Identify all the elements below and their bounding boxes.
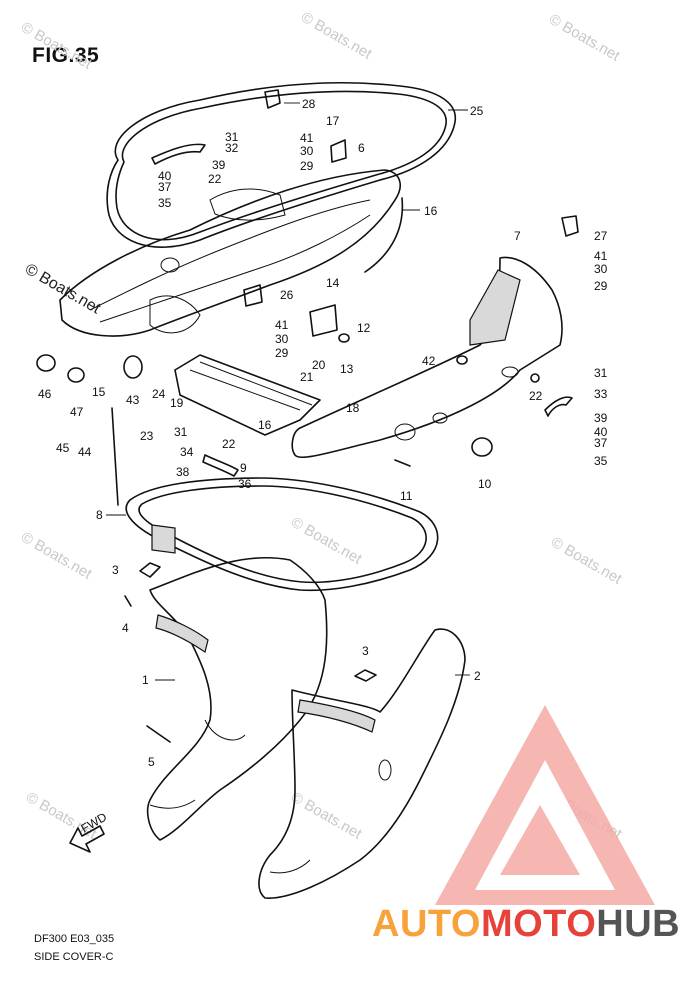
callout-16: 16 bbox=[258, 418, 272, 432]
callout-37: 37 bbox=[594, 436, 608, 450]
callout-40: 40 bbox=[158, 169, 172, 183]
callout-1: 1 bbox=[142, 673, 149, 687]
callout-30: 30 bbox=[300, 144, 314, 158]
callout-27: 27 bbox=[594, 229, 608, 243]
watermark-text: © Boats.net bbox=[298, 9, 375, 63]
callout-40: 40 bbox=[594, 425, 608, 439]
callout-34: 34 bbox=[180, 445, 194, 459]
callout-15: 15 bbox=[92, 385, 106, 399]
figure-title: FIG.35 bbox=[32, 44, 100, 67]
hardware-parts bbox=[36, 89, 579, 743]
part-25-top-seal bbox=[106, 82, 457, 248]
part-3-clip bbox=[139, 562, 161, 578]
callout-25: 25 bbox=[470, 104, 484, 118]
callout-30: 30 bbox=[594, 262, 608, 276]
callout-3: 3 bbox=[362, 644, 369, 658]
callout-46: 46 bbox=[38, 387, 52, 401]
callout-41: 41 bbox=[275, 318, 289, 332]
part-16-strip bbox=[364, 197, 404, 273]
callout-43: 43 bbox=[126, 393, 140, 407]
callout-13: 13 bbox=[340, 362, 354, 376]
callout-19: 19 bbox=[170, 396, 184, 410]
callout-41: 41 bbox=[594, 249, 608, 263]
callout-20: 20 bbox=[312, 358, 326, 372]
callout-47: 47 bbox=[70, 405, 84, 419]
callout-31: 31 bbox=[174, 425, 188, 439]
watermark-text: © Boats.net bbox=[18, 529, 95, 583]
callout-39: 39 bbox=[594, 411, 608, 425]
section-name: SIDE COVER-C bbox=[34, 951, 114, 963]
callout-22: 22 bbox=[208, 172, 222, 186]
part-8-seal-frame bbox=[125, 477, 439, 592]
callout-29: 29 bbox=[300, 159, 314, 173]
callout-29: 29 bbox=[594, 279, 608, 293]
callout-42: 42 bbox=[422, 354, 436, 368]
callout-33: 33 bbox=[594, 387, 608, 401]
part-1-side-cover-left bbox=[146, 556, 328, 841]
callout-30: 30 bbox=[275, 332, 289, 346]
part-6-lower-cowl bbox=[59, 169, 401, 337]
logo-auto: AUTO bbox=[372, 903, 481, 945]
model-code: DF300 E03_035 bbox=[34, 933, 115, 945]
logo-moto: MOTO bbox=[480, 903, 597, 945]
callout-12: 12 bbox=[357, 321, 371, 335]
part-18-bracket bbox=[174, 354, 321, 436]
callout-31: 31 bbox=[225, 130, 239, 144]
callout-5: 5 bbox=[148, 755, 155, 769]
callout-7: 7 bbox=[514, 229, 521, 243]
callout-44: 44 bbox=[78, 445, 92, 459]
part-3-clip bbox=[354, 669, 377, 682]
part-2-side-cover-right bbox=[258, 628, 466, 899]
callout-17: 17 bbox=[326, 114, 340, 128]
callout-23: 23 bbox=[140, 429, 154, 443]
logo-triangle-icon bbox=[435, 705, 655, 905]
callout-39: 39 bbox=[212, 158, 226, 172]
callout-21: 21 bbox=[300, 370, 314, 384]
callout-3: 3 bbox=[112, 563, 119, 577]
callout-18: 18 bbox=[346, 401, 360, 415]
watermark-text: © Boats.net bbox=[288, 514, 365, 568]
callout-35: 35 bbox=[594, 454, 608, 468]
callout-22: 22 bbox=[529, 389, 543, 403]
part-7-apron bbox=[291, 256, 563, 459]
figure-footer: DF300 E03_035 SIDE COVER-C bbox=[34, 930, 114, 966]
callout-37: 37 bbox=[158, 180, 172, 194]
watermark-text: © Boats.net bbox=[548, 534, 625, 588]
callout-24: 24 bbox=[152, 387, 166, 401]
callout-29: 29 bbox=[275, 346, 289, 360]
logo-hub: HUB bbox=[596, 903, 681, 945]
callout-16: 16 bbox=[424, 204, 438, 218]
callout-6: 6 bbox=[358, 141, 365, 155]
callout-2: 2 bbox=[474, 669, 481, 683]
callout-36: 36 bbox=[238, 477, 252, 491]
callout-28: 28 bbox=[302, 97, 316, 111]
callout-9: 9 bbox=[240, 461, 247, 475]
callout-10: 10 bbox=[478, 477, 492, 491]
callout-45: 45 bbox=[56, 441, 70, 455]
watermark-text: © Boats.net bbox=[546, 11, 623, 65]
watermark-text: © Boats.net bbox=[18, 19, 95, 73]
watermark-text: © Boats.net bbox=[288, 789, 365, 843]
callout-8: 8 bbox=[96, 508, 103, 522]
callout-22: 22 bbox=[222, 437, 236, 451]
callout-32: 32 bbox=[225, 141, 239, 155]
watermark-text: © Boats.net bbox=[23, 789, 100, 843]
callout-4: 4 bbox=[122, 621, 129, 635]
callout-38: 38 bbox=[176, 465, 190, 479]
callout-26: 26 bbox=[280, 288, 294, 302]
callout-11: 11 bbox=[400, 489, 413, 503]
automotohub-logo: AUTOMOTOHUB bbox=[372, 904, 680, 944]
callout-35: 35 bbox=[158, 196, 172, 210]
callout-31: 31 bbox=[594, 366, 608, 380]
callouts: 28 25 17 41 30 29 6 31 32 39 40 22 37 35… bbox=[38, 97, 608, 769]
callout-14: 14 bbox=[326, 276, 340, 290]
callout-41: 41 bbox=[300, 131, 314, 145]
